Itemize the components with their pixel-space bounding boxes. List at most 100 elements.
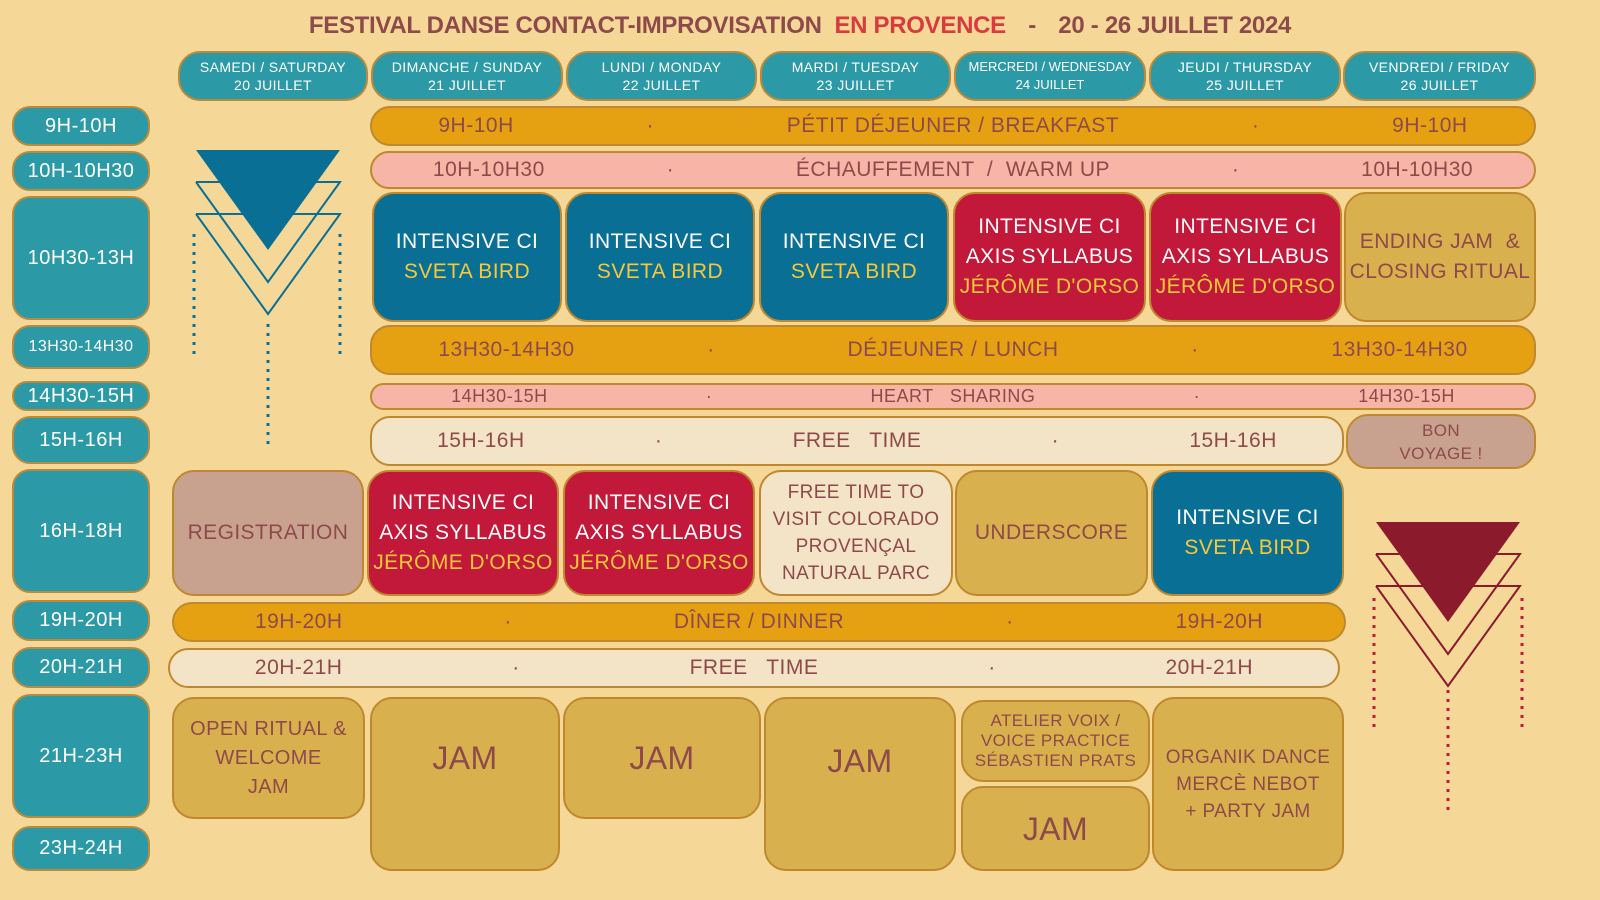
time-slot: 9H-10H: [12, 106, 150, 146]
session-ending-jam: ENDING JAM & CLOSING RITUAL: [1344, 192, 1536, 322]
session-bon-voyage: BON VOYAGE !: [1346, 414, 1536, 469]
session-intensive-axis: INTENSIVE CI AXIS SYLLABUS JÉRÔME D'ORSO: [367, 470, 559, 596]
title-separator: -: [1028, 12, 1036, 39]
session-intensive-axis: INTENSIVE CI AXIS SYLLABUS JÉRÔME D'ORSO: [1149, 192, 1342, 322]
session-title: INTENSIVE CI: [978, 215, 1121, 238]
band-label: FREE TIME: [689, 656, 819, 679]
session-teacher: SVETA BIRD: [1184, 536, 1311, 559]
band-label: DÎNER / DINNER: [673, 610, 845, 633]
time-slot: 21H-23H: [12, 694, 150, 818]
session-jam: JAM: [764, 697, 956, 871]
triangle-ornament-red-icon: [1372, 522, 1524, 810]
band-label: HEART SHARING: [870, 386, 1036, 406]
band-time: 20H-21H: [1165, 656, 1254, 679]
band-time: 10H-10H30: [432, 158, 545, 181]
session-intensive-axis: INTENSIVE CI AXIS SYLLABUS JÉRÔME D'ORSO: [563, 470, 755, 596]
session-jam: JAM: [370, 697, 560, 871]
session-title: INTENSIVE CI: [587, 491, 731, 514]
session-title: INTENSIVE CI: [395, 230, 539, 253]
session-line: ATELIER VOIX /: [990, 711, 1121, 730]
session-open-ritual: OPEN RITUAL & WELCOME JAM: [172, 697, 365, 819]
session-intensive-sveta: INTENSIVE CI SVETA BIRD: [565, 192, 755, 322]
day-name: MERCREDI / WEDNESDAY: [968, 59, 1132, 74]
session-intensive-sveta: INTENSIVE CI SVETA BIRD: [372, 192, 562, 322]
session-line: VOYAGE !: [1399, 443, 1483, 463]
session-line: VISIT COLORADO: [772, 509, 940, 530]
title-dates: 20 - 26 JUILLET 2024: [1058, 12, 1292, 39]
day-name: JEUDI / THURSDAY: [1177, 59, 1313, 75]
title-accent: EN PROVENCE: [834, 12, 1006, 39]
band-time: 15H-16H: [437, 429, 525, 452]
band-time: 19H-20H: [254, 610, 343, 633]
band-dot: ·: [1006, 610, 1014, 633]
band-time: 15H-16H: [1189, 429, 1277, 452]
session-line: ORGANIK DANCE: [1165, 746, 1331, 768]
session-title: INTENSIVE CI: [782, 230, 926, 253]
session-line: SÉBASTIEN PRATS: [974, 751, 1137, 770]
session-intensive-axis: INTENSIVE CI AXIS SYLLABUS JÉRÔME D'ORSO: [953, 192, 1146, 322]
day-date: 26 JUILLET: [1400, 77, 1479, 93]
session-teacher: SVETA BIRD: [790, 260, 918, 283]
session-subtitle: AXIS SYLLABUS: [965, 245, 1134, 268]
day-date: 23 JUILLET: [816, 77, 895, 93]
page-title: FESTIVAL DANSE CONTACT-IMPROVISATION EN …: [0, 12, 1600, 40]
band-breakfast: 9H-10H · PÉTIT DÉJEUNER / BREAKFAST · 9H…: [370, 106, 1536, 146]
session-title: INTENSIVE CI: [391, 491, 535, 514]
session-registration: REGISTRATION: [172, 470, 364, 596]
session-line: PROVENÇAL: [795, 536, 917, 557]
session-teacher: SVETA BIRD: [596, 260, 724, 283]
session-subtitle: AXIS SYLLABUS: [575, 521, 743, 544]
day-name: VENDREDI / FRIDAY: [1368, 59, 1511, 75]
band-time: 14H30-15H: [451, 386, 548, 406]
band-label: DÉJEUNER / LUNCH: [847, 338, 1059, 361]
band-label: ÉCHAUFFEMENT / WARM UP: [795, 158, 1111, 181]
band-free-time-evening: 20H-21H · FREE TIME · 20H-21H: [168, 648, 1340, 688]
session-teacher: JÉRÔME D'ORSO: [373, 551, 553, 574]
band-time: 19H-20H: [1175, 610, 1264, 633]
session-teacher: JÉRÔME D'ORSO: [959, 275, 1140, 298]
time-slot: 20H-21H: [12, 647, 150, 688]
session-teacher: SVETA BIRD: [403, 260, 531, 283]
session-title: INTENSIVE CI: [588, 230, 732, 253]
band-free-time: 15H-16H · FREE TIME · 15H-16H: [370, 416, 1344, 466]
band-dinner: 19H-20H · DÎNER / DINNER · 19H-20H: [172, 602, 1346, 642]
session-line: NATURAL PARC: [781, 563, 931, 584]
title-main: FESTIVAL DANSE CONTACT-IMPROVISATION: [308, 12, 822, 39]
time-slot: 14H30-15H: [12, 381, 150, 411]
session-line: VOICE PRACTICE: [980, 731, 1131, 750]
session-organik-dance: ORGANIK DANCE MERCÈ NEBOT + PARTY JAM: [1152, 697, 1344, 871]
session-title: INTENSIVE CI: [1176, 506, 1319, 529]
band-dot: ·: [707, 338, 715, 361]
session-subtitle: AXIS SYLLABUS: [1161, 245, 1330, 268]
band-dot: ·: [512, 656, 520, 679]
session-line: OPEN RITUAL &: [190, 717, 347, 740]
band-lunch: 13H30-14H30 · DÉJEUNER / LUNCH · 13H30-1…: [370, 325, 1536, 375]
time-slot: 16H-18H: [12, 469, 150, 593]
band-label: FREE TIME: [792, 429, 922, 452]
band-dot: ·: [504, 610, 512, 633]
band-time: 9H-10H: [438, 114, 514, 137]
session-subtitle: AXIS SYLLABUS: [379, 521, 547, 544]
day-header-friday: VENDREDI / FRIDAY 26 JUILLET: [1343, 51, 1536, 101]
session-line: MERCÈ NEBOT: [1176, 773, 1320, 795]
day-date: 21 JUILLET: [428, 77, 506, 93]
band-dot: ·: [705, 386, 713, 406]
session-line: + PARTY JAM: [1185, 800, 1311, 822]
session-line: ENDING JAM &: [1359, 230, 1521, 253]
day-name: LUNDI / MONDAY: [601, 59, 722, 75]
time-slot: 23H-24H: [12, 826, 150, 871]
day-name: DIMANCHE / SUNDAY: [391, 59, 543, 75]
session-intensive-sveta: INTENSIVE CI SVETA BIRD: [1151, 470, 1344, 596]
session-intensive-sveta: INTENSIVE CI SVETA BIRD: [759, 192, 949, 322]
day-date: 20 JUILLET: [234, 77, 312, 93]
band-dot: ·: [646, 114, 655, 137]
band-dot: ·: [1051, 429, 1060, 452]
triangle-ornament-blue-icon: [192, 150, 342, 444]
session-line: WELCOME: [215, 746, 322, 769]
band-heart-sharing: 14H30-15H · HEART SHARING · 14H30-15H: [370, 383, 1536, 410]
